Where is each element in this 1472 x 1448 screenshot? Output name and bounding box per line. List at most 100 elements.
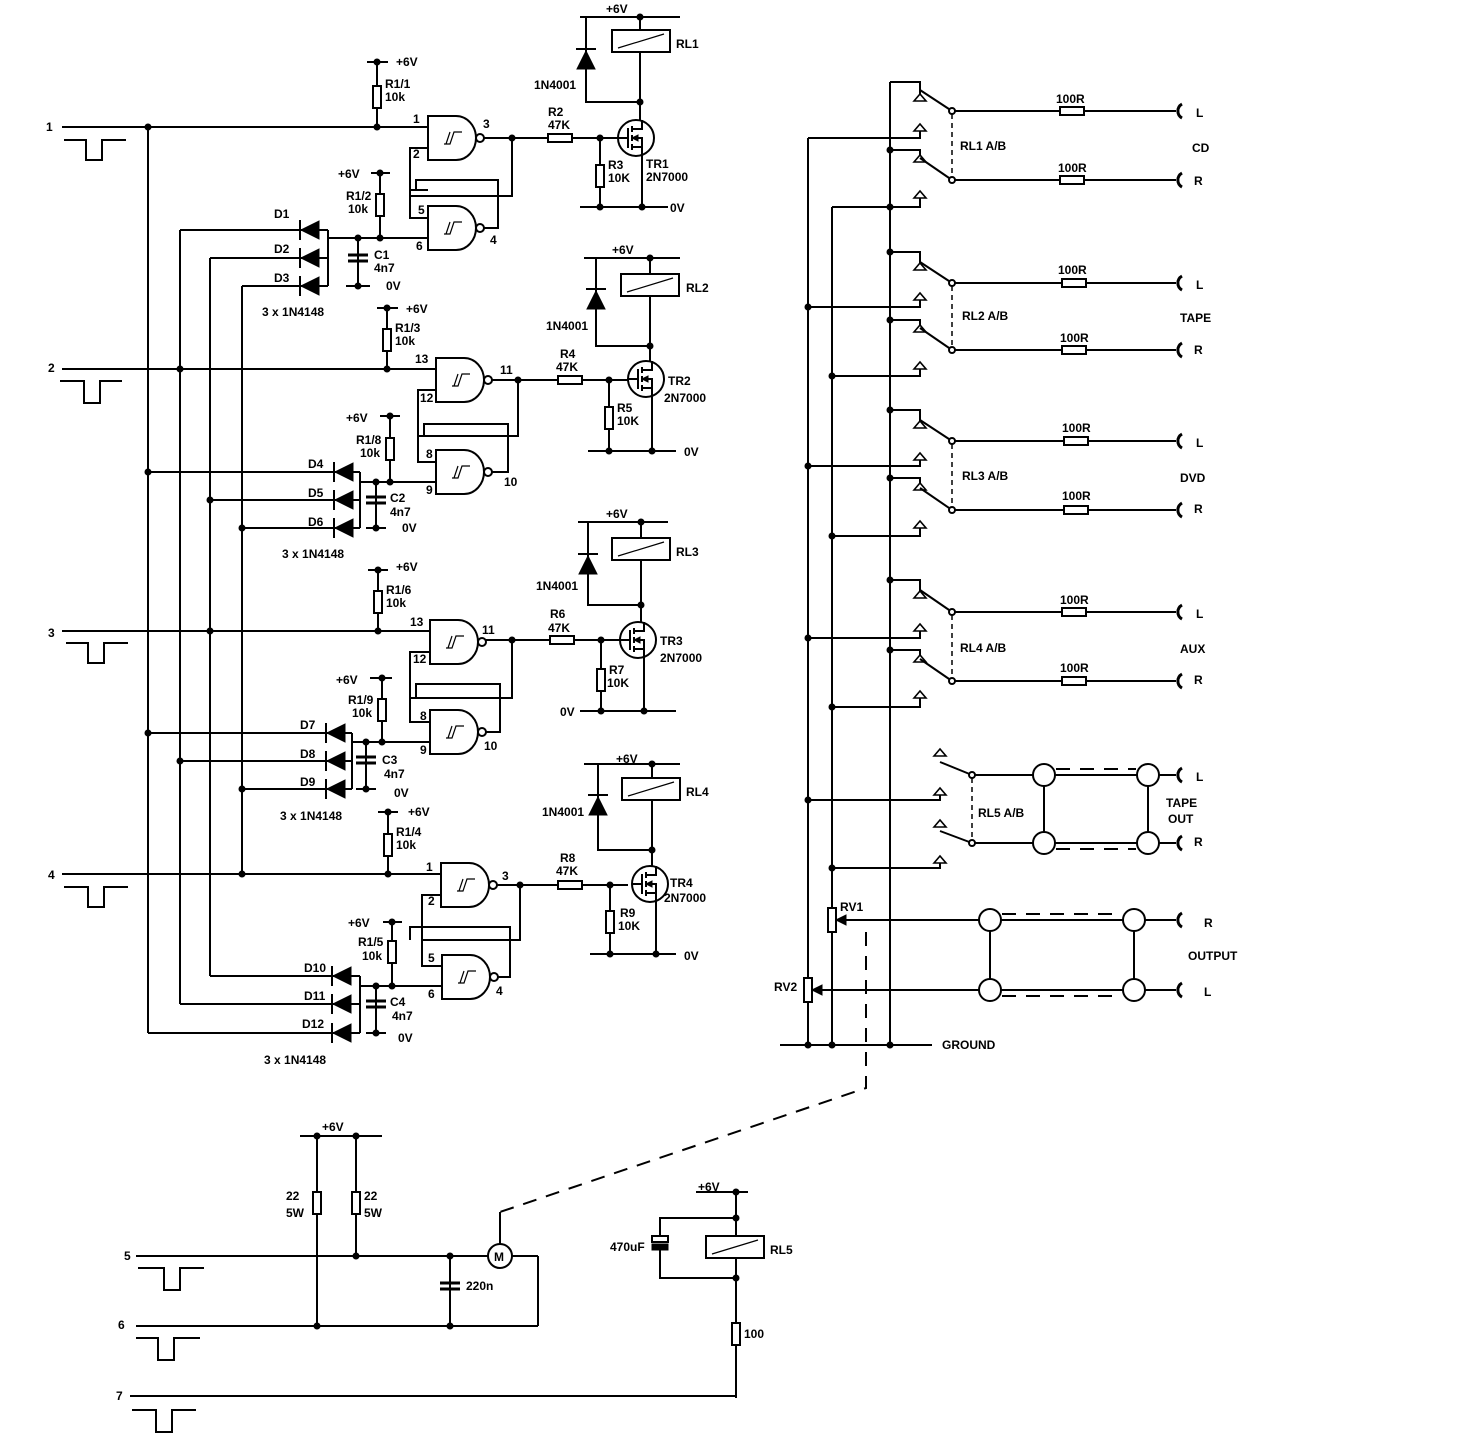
svg-text:10: 10 (484, 739, 498, 753)
svg-text:R9: R9 (620, 906, 636, 920)
svg-text:D5: D5 (308, 486, 324, 500)
svg-text:RL4: RL4 (686, 785, 709, 799)
svg-text:100R: 100R (1058, 161, 1087, 175)
svg-text:1N4001: 1N4001 (542, 805, 584, 819)
relay-contacts-rl2: 100R L 100R R RL2 A/B TAPE (804, 248, 1211, 380)
svg-text:5: 5 (428, 951, 435, 965)
svg-text:0V: 0V (402, 521, 417, 535)
svg-text:D12: D12 (302, 1017, 324, 1031)
svg-text:0V: 0V (684, 949, 699, 963)
svg-text:R1/6: R1/6 (386, 583, 412, 597)
svg-text:100: 100 (744, 1327, 764, 1341)
svg-text:R1/5: R1/5 (358, 935, 384, 949)
svg-text:+6V: +6V (396, 55, 418, 69)
svg-text:0V: 0V (398, 1031, 413, 1045)
svg-text:0V: 0V (560, 705, 575, 719)
svg-text:+6V: +6V (406, 302, 428, 316)
svg-text:AUX: AUX (1180, 642, 1205, 656)
svg-text:R5: R5 (617, 401, 633, 415)
svg-text:C3: C3 (382, 753, 398, 767)
svg-text:1N4001: 1N4001 (534, 78, 576, 92)
svg-text:8: 8 (420, 709, 427, 723)
svg-text:C2: C2 (390, 491, 406, 505)
switching-buses: GROUND (780, 82, 996, 1052)
svg-text:CD: CD (1192, 141, 1210, 155)
svg-text:4n7: 4n7 (392, 1009, 413, 1023)
svg-text:TAPE: TAPE (1180, 311, 1211, 325)
svg-text:100R: 100R (1060, 661, 1089, 675)
svg-text:0V: 0V (670, 201, 685, 215)
stage-1: +6V R1/1 10k 1 2 3 5 6 4 R2 47K R3 10K (180, 2, 699, 319)
svg-text:22: 22 (286, 1189, 300, 1203)
svg-text:+6V: +6V (396, 560, 418, 574)
svg-text:R: R (1204, 916, 1213, 930)
svg-text:5: 5 (124, 1249, 131, 1263)
svg-text:2N7000: 2N7000 (664, 891, 706, 905)
svg-text:100R: 100R (1062, 489, 1091, 503)
svg-text:10K: 10K (618, 919, 640, 933)
relay-contacts-rl3: 100R L 100R R RL3 A/B DVD (804, 406, 1206, 540)
rl5-drive: +6V 470uF RL5 100 7 (116, 1180, 793, 1433)
svg-text:2: 2 (413, 147, 420, 161)
svg-text:13: 13 (415, 352, 429, 366)
svg-text:D6: D6 (308, 515, 324, 529)
svg-text:47K: 47K (556, 360, 578, 374)
svg-text:+6V: +6V (348, 916, 370, 930)
svg-text:D8: D8 (300, 747, 316, 761)
svg-text:RV2: RV2 (774, 980, 797, 994)
svg-text:L: L (1196, 770, 1203, 784)
svg-text:6: 6 (416, 239, 423, 253)
output-section: RV1 R RV2 L OUTPUT (499, 900, 1238, 1213)
svg-text:10k: 10k (395, 334, 415, 348)
svg-text:R1/1: R1/1 (385, 77, 411, 91)
svg-text:0V: 0V (394, 786, 409, 800)
svg-text:+6V: +6V (616, 752, 638, 766)
svg-text:R2: R2 (548, 105, 564, 119)
svg-text:+6V: +6V (606, 507, 628, 521)
stage-3: +6V R1/6 10k 13 12 11 8 9 10 R6 47K R7 1… (148, 507, 702, 823)
svg-text:+6V: +6V (612, 243, 634, 257)
svg-text:3: 3 (502, 869, 509, 883)
svg-text:RL5 A/B: RL5 A/B (978, 806, 1025, 820)
svg-text:11: 11 (500, 363, 513, 377)
svg-text:RL4 A/B: RL4 A/B (960, 641, 1007, 655)
svg-text:100R: 100R (1060, 331, 1089, 345)
svg-text:0V: 0V (386, 279, 401, 293)
svg-text:10K: 10K (608, 171, 630, 185)
input-line-3: 3 (48, 626, 430, 664)
svg-text:L: L (1196, 278, 1203, 292)
svg-text:L: L (1196, 436, 1203, 450)
svg-text:2N7000: 2N7000 (664, 391, 706, 405)
svg-text:4: 4 (496, 984, 503, 998)
svg-text:10K: 10K (607, 676, 629, 690)
svg-text:OUT: OUT (1168, 812, 1194, 826)
svg-text:R3: R3 (608, 158, 624, 172)
svg-text:6: 6 (428, 987, 435, 1001)
input-line-1: 1 (46, 120, 376, 161)
svg-text:4n7: 4n7 (390, 505, 411, 519)
svg-text:RV1: RV1 (840, 900, 863, 914)
svg-text:2: 2 (428, 894, 435, 908)
svg-text:10k: 10k (348, 202, 368, 216)
svg-text:3 x 1N4148: 3 x 1N4148 (282, 547, 344, 561)
svg-text:13: 13 (410, 615, 424, 629)
svg-text:R: R (1194, 343, 1203, 357)
svg-text:D2: D2 (274, 242, 290, 256)
svg-text:M: M (494, 1250, 504, 1264)
svg-text:4n7: 4n7 (374, 261, 395, 275)
svg-text:R1/4: R1/4 (396, 825, 422, 839)
relay-contacts-rl4: 100R L 100R R RL4 A/B AUX (804, 576, 1205, 711)
svg-text:D7: D7 (300, 718, 316, 732)
svg-text:RL1: RL1 (676, 37, 699, 51)
svg-text:D11: D11 (304, 989, 326, 1003)
svg-text:+6V: +6V (322, 1120, 344, 1134)
svg-text:2: 2 (48, 361, 55, 375)
svg-text:R7: R7 (609, 663, 625, 677)
svg-text:47K: 47K (548, 118, 570, 132)
svg-text:3: 3 (48, 626, 55, 640)
svg-text:10k: 10k (360, 446, 380, 460)
svg-text:12: 12 (420, 391, 434, 405)
svg-text:R1/9: R1/9 (348, 693, 374, 707)
input-line-4: 4 (48, 868, 441, 908)
svg-text:10K: 10K (617, 414, 639, 428)
